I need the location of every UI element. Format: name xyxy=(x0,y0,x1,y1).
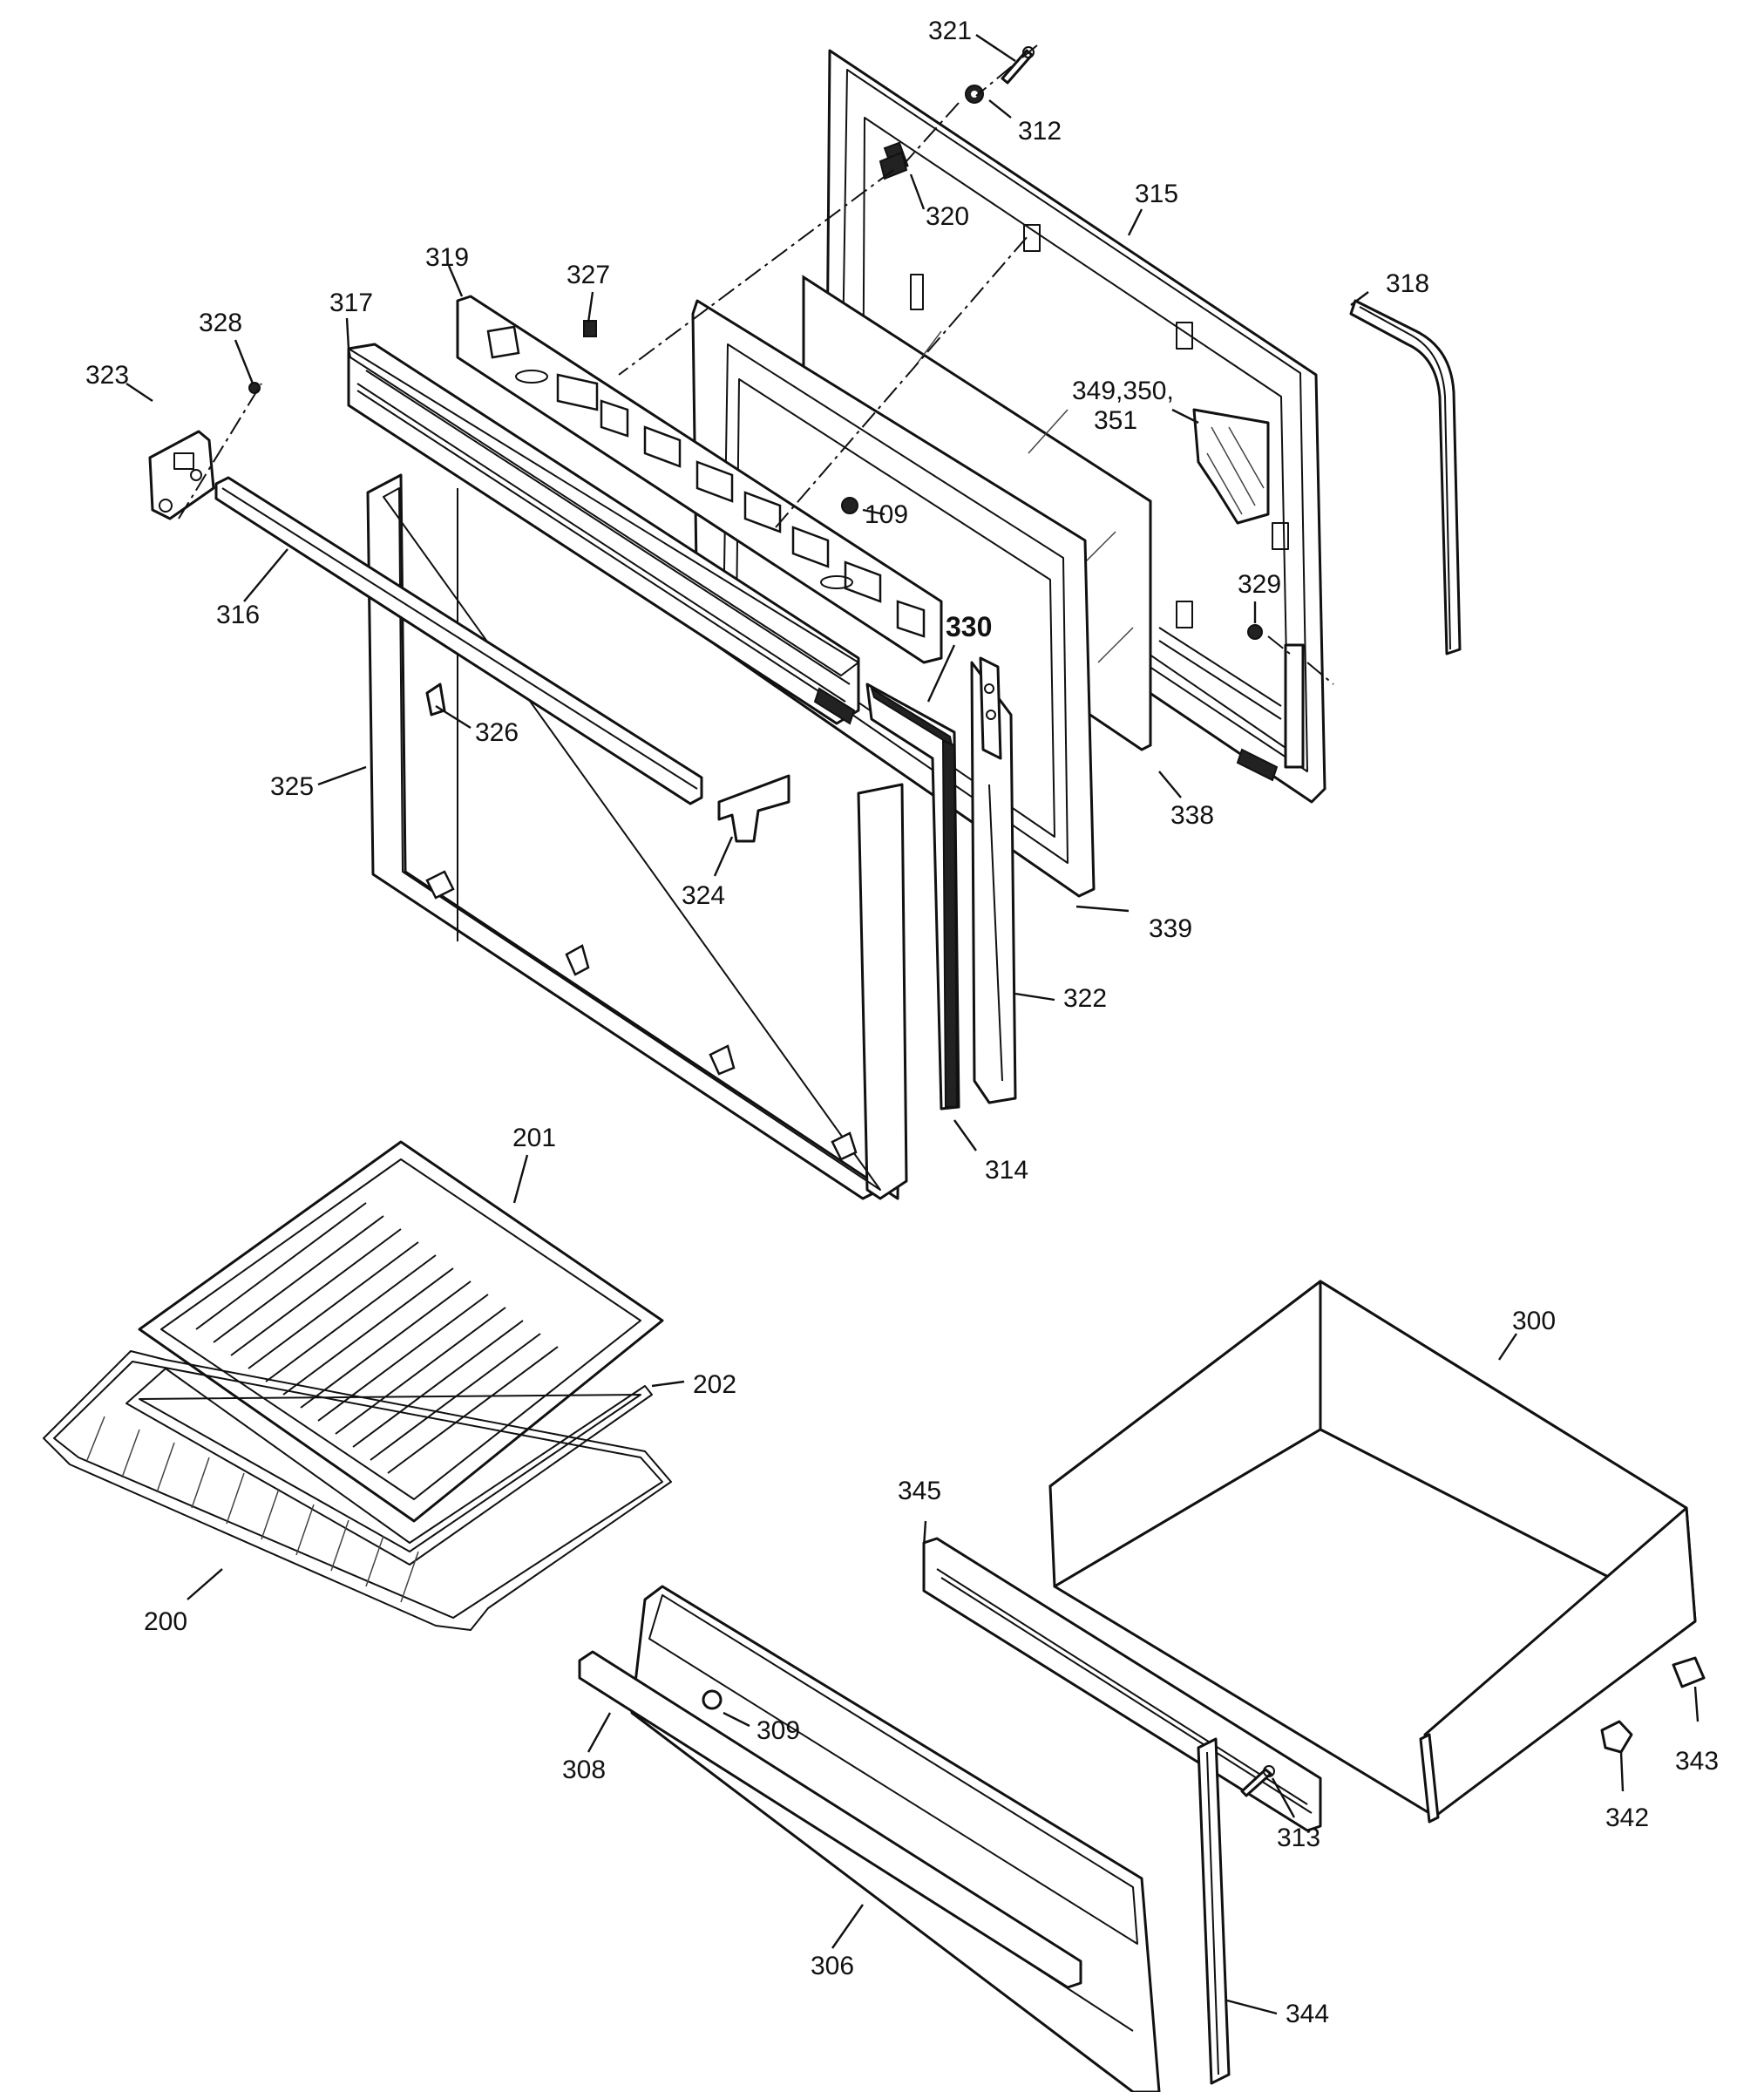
label-329: 329 xyxy=(1238,570,1281,599)
drawer-support-345 xyxy=(922,1537,1322,1832)
door-gasket-314 xyxy=(865,683,960,1111)
label-201: 201 xyxy=(512,1124,556,1152)
label-349-350: 349,350, xyxy=(1072,377,1174,405)
label-109: 109 xyxy=(865,500,908,529)
label-327: 327 xyxy=(567,261,610,289)
nut-109 xyxy=(841,497,858,514)
label-319: 319 xyxy=(425,243,469,272)
label-316: 316 xyxy=(216,601,260,629)
label-306: 306 xyxy=(811,1952,854,1980)
label-344: 344 xyxy=(1286,2000,1329,2028)
storage-drawer-300 xyxy=(1048,1280,1697,1824)
label-324: 324 xyxy=(682,881,725,910)
screw-309 xyxy=(702,1689,723,1710)
label-300: 300 xyxy=(1512,1307,1556,1335)
screw-321 xyxy=(1001,46,1035,85)
door-hinge-322 xyxy=(970,656,1017,1104)
roller-342 xyxy=(1600,1720,1633,1754)
label-320: 320 xyxy=(926,202,969,231)
label-342: 342 xyxy=(1605,1803,1649,1832)
label-321: 321 xyxy=(928,17,972,45)
label-315: 315 xyxy=(1135,180,1178,208)
label-338: 338 xyxy=(1170,801,1214,830)
label-202: 202 xyxy=(693,1370,736,1399)
washer-312 xyxy=(965,85,984,104)
handle-bracket-324 xyxy=(717,774,790,843)
end-cap-323 xyxy=(148,430,215,520)
screw-313 xyxy=(1240,1765,1275,1797)
label-345: 345 xyxy=(898,1477,941,1505)
vent-panel-319 xyxy=(456,295,943,664)
label-312: 312 xyxy=(1018,117,1062,146)
label-313: 313 xyxy=(1277,1824,1320,1852)
leader-lines xyxy=(126,34,1700,2015)
broiler-pan-insert-201 xyxy=(138,1140,664,1523)
roller-343 xyxy=(1672,1656,1706,1688)
door-front-frame-325 xyxy=(366,473,908,1200)
clip-327 xyxy=(583,320,597,337)
spacer-320 xyxy=(879,151,908,180)
label-308: 308 xyxy=(562,1756,606,1784)
label-326: 326 xyxy=(475,718,519,747)
drawer-trim-308 xyxy=(578,1650,1082,1989)
label-330: 330 xyxy=(946,611,992,642)
label-318: 318 xyxy=(1386,269,1429,298)
insulation-pad-349 xyxy=(1192,408,1270,525)
label-328: 328 xyxy=(199,309,242,337)
label-351: 351 xyxy=(1094,406,1137,435)
callout-labels: 321 312 320 315 318 319 327 317 328 323 … xyxy=(85,17,1719,2028)
door-handle-316 xyxy=(214,476,703,805)
door-trim-318 xyxy=(1349,299,1462,655)
oven-rack-200 xyxy=(43,1350,672,1631)
label-343: 343 xyxy=(1675,1747,1719,1776)
label-323: 323 xyxy=(85,361,129,390)
label-339: 339 xyxy=(1149,914,1192,943)
label-200: 200 xyxy=(144,1607,187,1636)
label-309: 309 xyxy=(756,1716,800,1745)
label-322: 322 xyxy=(1063,984,1107,1013)
label-325: 325 xyxy=(270,772,314,801)
screw-328 xyxy=(248,382,261,394)
door-top-trim-317 xyxy=(347,343,860,725)
label-317: 317 xyxy=(329,289,373,317)
label-314: 314 xyxy=(985,1156,1028,1185)
screw-329 xyxy=(1247,624,1263,640)
slide-bracket-344 xyxy=(1197,1737,1231,2085)
